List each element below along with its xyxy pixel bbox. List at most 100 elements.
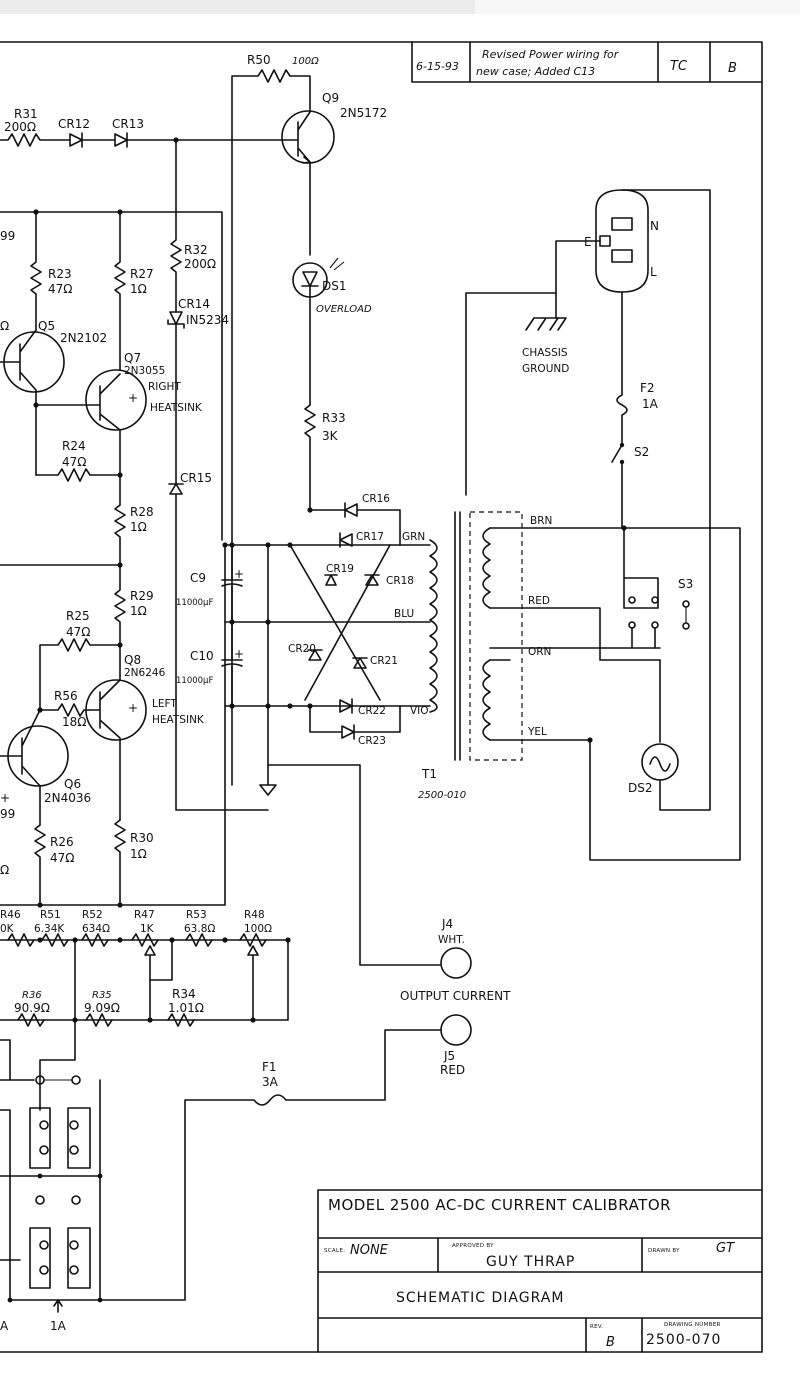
q8-part: 2N6246 xyxy=(124,667,166,679)
f2-ref: F2 xyxy=(640,381,655,395)
r29-value: 1Ω xyxy=(130,604,147,618)
drawing-number-label: DRAWING NUMBER xyxy=(664,1322,721,1328)
cr14-part: IN5234 xyxy=(186,313,229,327)
cr23-ref: CR23 xyxy=(358,735,386,747)
r36-value: 90.9Ω xyxy=(14,1001,50,1015)
q6-ref: Q6 xyxy=(64,777,81,791)
ds1-note: OVERLOAD xyxy=(316,304,372,315)
overload-indicator: DS1 OVERLOAD R33 3K xyxy=(292,257,372,511)
j4-ref: J4 xyxy=(441,917,453,931)
q6-part: 2N4036 xyxy=(44,791,91,805)
partial-label-top: 99 xyxy=(0,229,15,243)
r46-ref: R46 xyxy=(0,909,21,921)
approved-label: APPROVED BY xyxy=(452,1243,494,1249)
range-label-1a: 1A xyxy=(50,1319,67,1333)
rev-label: REV. xyxy=(590,1324,603,1330)
viewer-bar-right xyxy=(475,0,800,14)
c9-ref: C9 xyxy=(190,571,206,585)
r29-ref: R29 xyxy=(130,589,154,603)
wire-vio: VIO xyxy=(410,705,429,717)
r32-ref: R32 xyxy=(184,243,208,257)
output-current-label: OUTPUT CURRENT xyxy=(400,989,511,1003)
cr19-ref: CR19 xyxy=(326,563,354,575)
chassis-label-1: CHASSIS xyxy=(522,347,568,359)
t1-part: 2500-010 xyxy=(418,790,466,801)
wire-yel: YEL xyxy=(527,726,547,738)
scale-value: NONE xyxy=(350,1243,389,1258)
r24-value: 47Ω xyxy=(62,455,86,469)
r53-ref: R53 xyxy=(186,909,207,921)
rectifier-bridge: CR16 CR17 GRN CR19 CR18 BLU CR20 CR21 CR… xyxy=(287,493,429,747)
r27-ref: R27 xyxy=(130,267,154,281)
j5-color: RED xyxy=(440,1063,465,1077)
partial-omega-1: Ω xyxy=(0,319,9,333)
c9-value: 11000µF xyxy=(176,598,213,608)
t1-ref: T1 xyxy=(421,767,437,781)
q9-part: 2N5172 xyxy=(340,106,387,120)
q8-plus: + xyxy=(128,701,138,715)
wire-red: RED xyxy=(528,595,550,607)
r48-value: 100Ω xyxy=(244,923,272,935)
q5-ref: Q5 xyxy=(38,319,55,333)
q8-note1: LEFT xyxy=(152,698,177,710)
plus-mark: + xyxy=(0,791,10,805)
drawing-border xyxy=(0,41,763,1353)
cr21-ref: CR21 xyxy=(370,655,398,667)
q9-ref: Q9 xyxy=(322,91,339,105)
transformer-t1: T1 2500-010 BRN RED ORN YEL xyxy=(399,511,661,801)
cr14-ref: CR14 xyxy=(178,297,210,311)
r47-ref: R47 xyxy=(134,909,155,921)
r36-ref: R36 xyxy=(22,990,42,1001)
s2-ref: S2 xyxy=(634,445,649,459)
drawing-number: 2500-070 xyxy=(646,1332,721,1348)
viewer-bar-left xyxy=(0,0,475,14)
f1-ref: F1 xyxy=(262,1060,277,1074)
wire-orn: ORN xyxy=(528,646,551,658)
r33-value: 3K xyxy=(322,429,339,443)
r56-ref: R56 xyxy=(54,689,78,703)
f2-value: 1A xyxy=(642,397,659,411)
plug-e: E xyxy=(584,235,592,249)
range-switch: 1A A xyxy=(0,1019,103,1333)
zener-bias-column: R32 200Ω CR14 IN5234 CR15 xyxy=(167,139,269,811)
revision-date: 6-15-93 xyxy=(416,60,459,73)
j4-color: WHT. xyxy=(438,934,465,946)
q7-part: 2N3055 xyxy=(124,365,165,377)
wire-blu: BLU xyxy=(394,608,414,620)
r34-ref: R34 xyxy=(172,987,196,1001)
r48-ref: R48 xyxy=(244,909,265,921)
range-resistors: R46 0K R51 6.34K R52 634Ω R47 1K R53 63.… xyxy=(0,909,291,1027)
approved-value: GUY THRAP xyxy=(486,1254,575,1270)
scale-label: SCALE: xyxy=(324,1248,345,1254)
cr20-ref: CR20 xyxy=(288,643,316,655)
drawn-value: GT xyxy=(716,1241,735,1256)
c10-plus: + xyxy=(234,647,244,661)
cr15-ref: CR15 xyxy=(180,471,212,485)
r23-value: 47Ω xyxy=(48,282,72,296)
revision-block: 6-15-93 Revised Power wiring for new cas… xyxy=(411,41,763,83)
r47-value: 1K xyxy=(140,923,155,935)
cr13-ref: CR13 xyxy=(112,117,144,131)
s3-ref: S3 xyxy=(678,577,693,591)
r24-ref: R24 xyxy=(62,439,86,453)
title-block-title: MODEL 2500 AC-DC CURRENT CALIBRATOR xyxy=(328,1196,671,1214)
cr16-ref: CR16 xyxy=(362,493,390,505)
plug-l: L xyxy=(650,265,657,279)
ds1-ref: DS1 xyxy=(322,279,347,293)
c10-ref: C10 xyxy=(190,649,214,663)
q8-ref: Q8 xyxy=(124,653,141,667)
r26-ref: R26 xyxy=(50,835,74,849)
revision-description-2: new case; Added C13 xyxy=(476,65,595,78)
ds2-ref: DS2 xyxy=(628,781,653,795)
r50-ref: R50 xyxy=(247,53,271,67)
r35-ref: R35 xyxy=(92,990,112,1001)
r46-value: 0K xyxy=(0,923,15,935)
q5-part: 2N2102 xyxy=(60,331,107,345)
r52-value: 634Ω xyxy=(82,923,110,935)
chassis-label-2: GROUND xyxy=(522,363,569,375)
viewer-top-bar xyxy=(0,0,800,14)
r28-value: 1Ω xyxy=(130,520,147,534)
r32-value: 200Ω xyxy=(184,257,216,271)
r33-ref: R33 xyxy=(322,411,346,425)
